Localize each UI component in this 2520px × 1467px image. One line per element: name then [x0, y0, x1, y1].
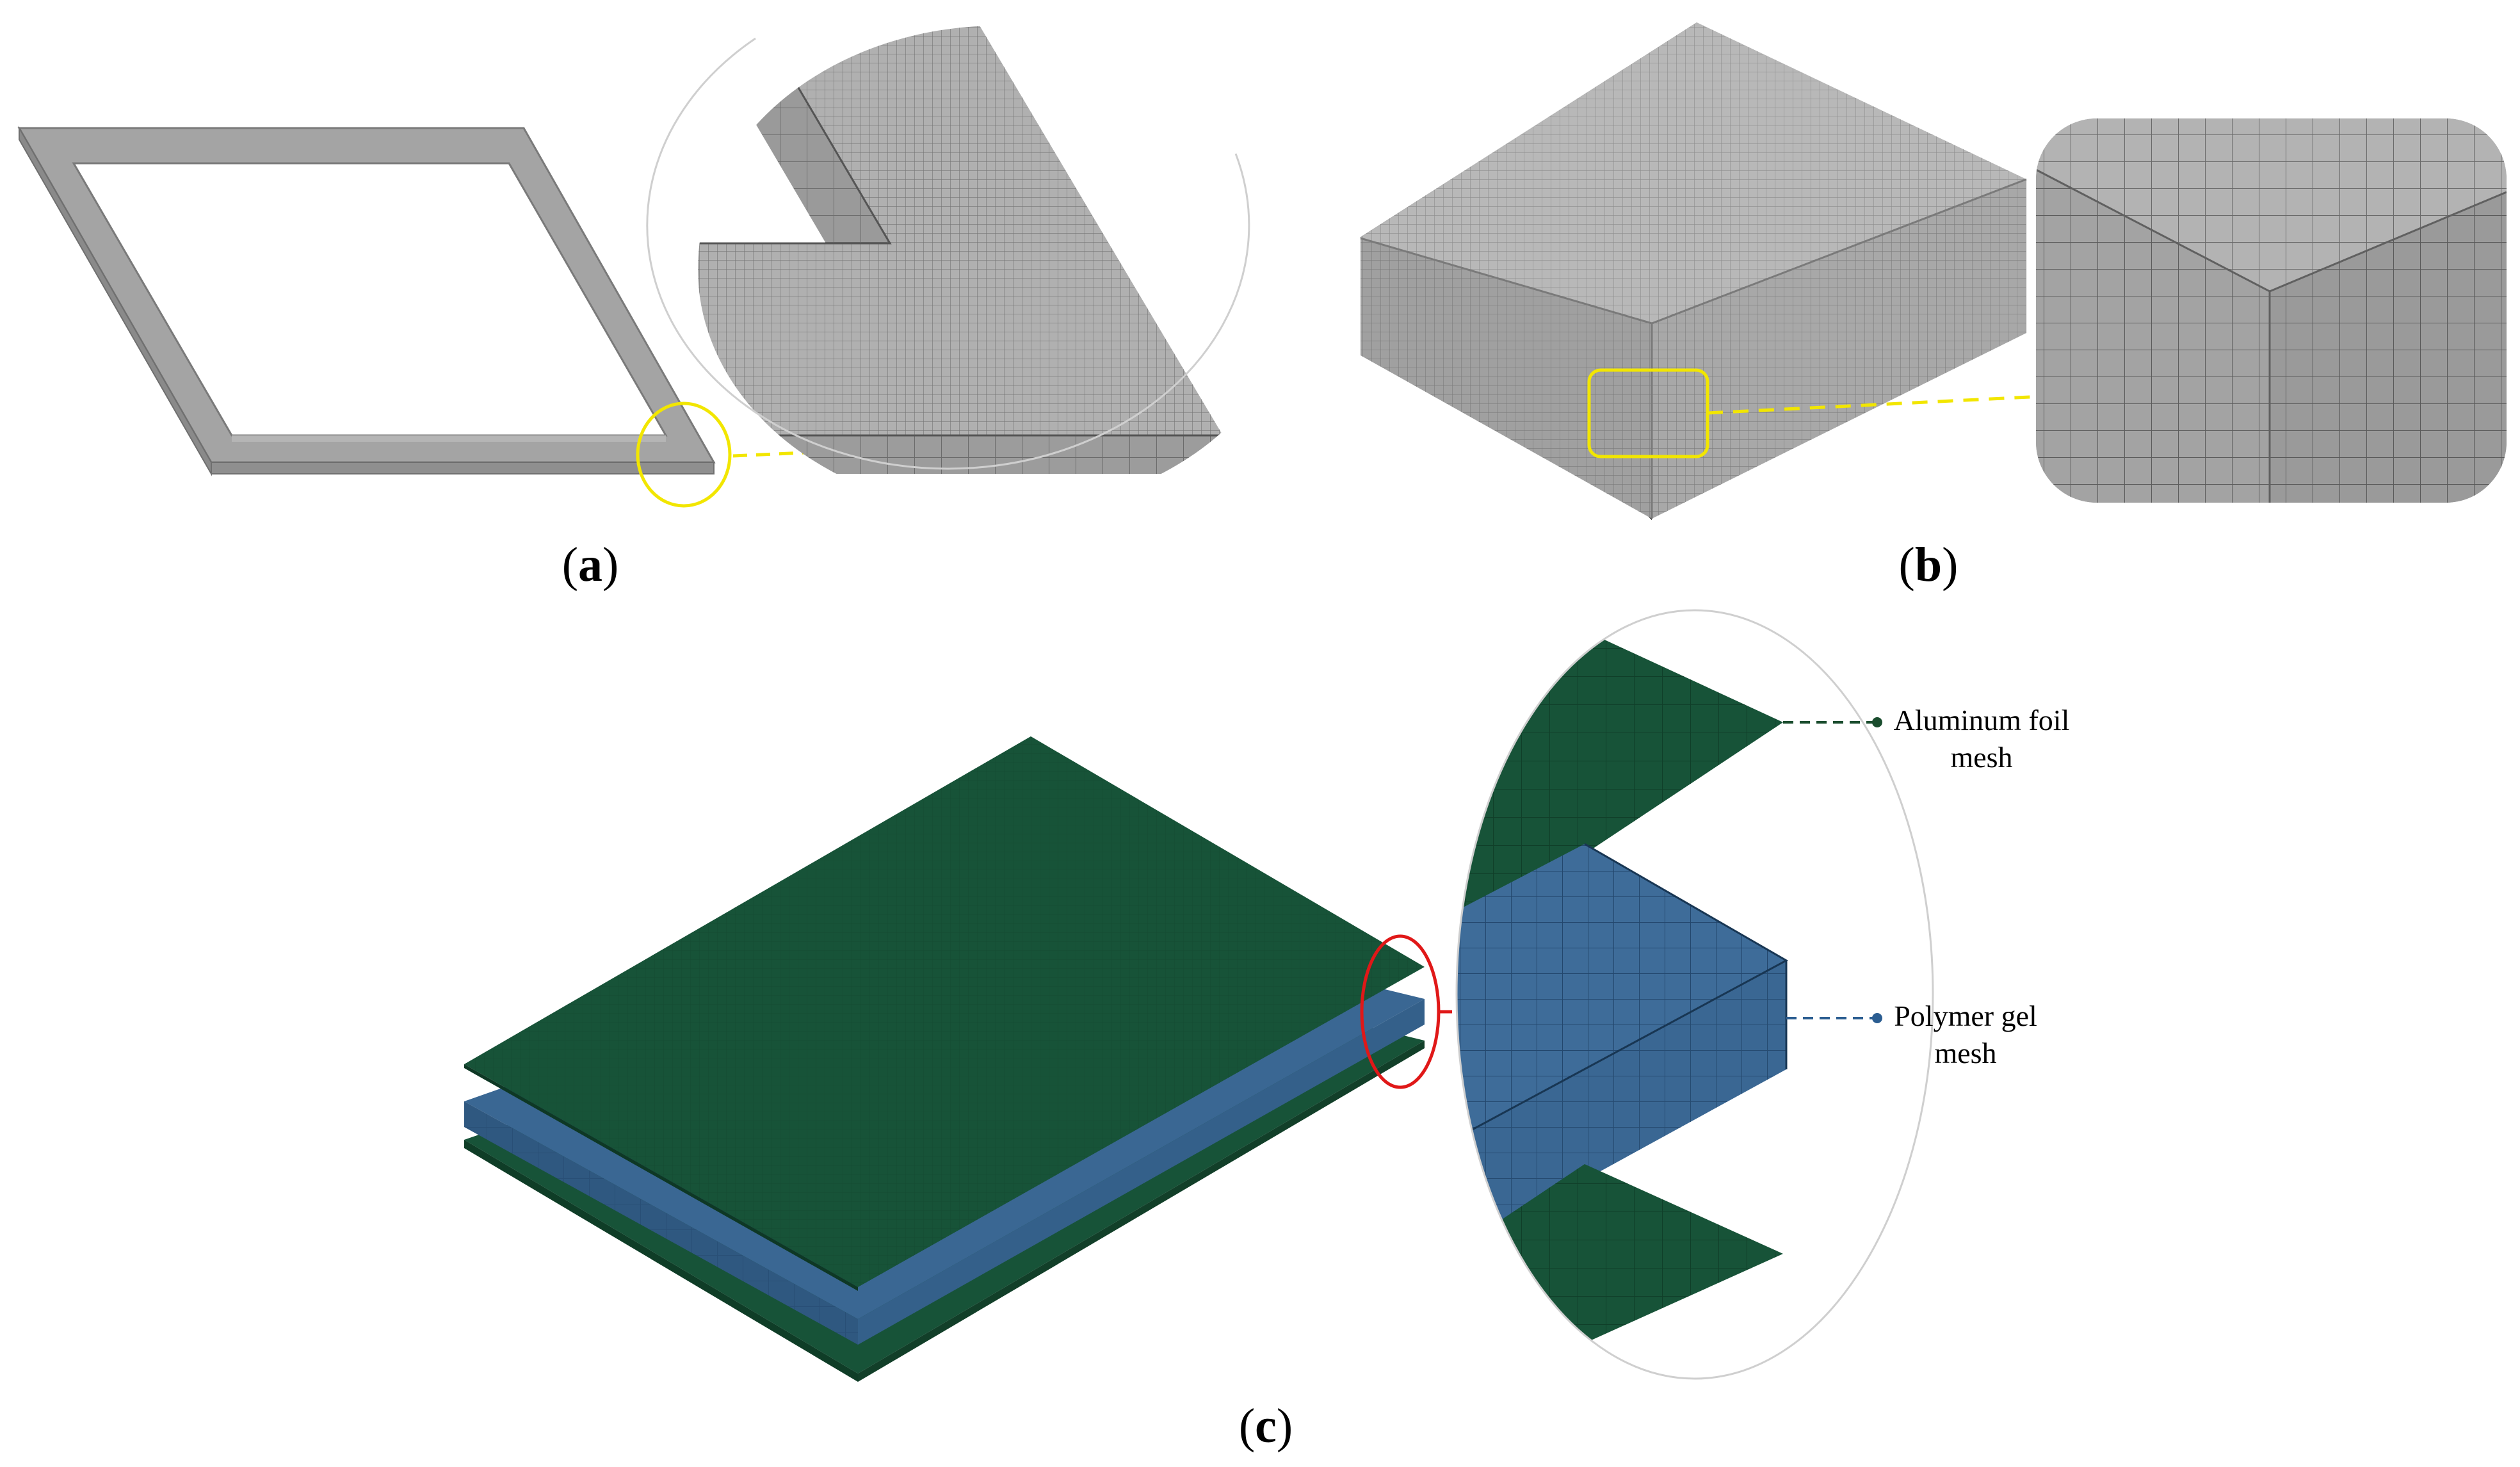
aluminum-foil-callout	[1783, 717, 1882, 727]
zoom-view-b	[2036, 118, 2507, 503]
highlight-ellipse-red	[1360, 934, 1441, 1089]
zoom-view-c	[1457, 610, 1789, 1379]
laminate-stack	[464, 736, 1425, 1382]
rectangular-frame-mesh	[17, 126, 716, 476]
zoom-outline-a	[646, 37, 1250, 470]
panel-b: (b)	[1360, 22, 2507, 592]
aluminum-foil-label-line2: mesh	[1950, 741, 2013, 774]
zoom-view-a	[698, 26, 1223, 474]
panel-a: (a)	[17, 26, 1250, 592]
block-faces	[1360, 22, 2027, 519]
aluminum-foil-mesh-label: Aluminum foil mesh	[1876, 702, 2087, 776]
polymer-gel-label-line2: mesh	[1934, 1037, 1997, 1069]
caption-c: (c)	[1239, 1399, 1293, 1453]
panel-c: (c)	[464, 609, 1934, 1453]
polymer-gel-callout	[1786, 1013, 1882, 1023]
aluminum-foil-label-line1: Aluminum foil	[1893, 704, 2070, 736]
zoom-outline-c	[1455, 609, 1934, 1380]
polymer-gel-label-line1: Polymer gel	[1894, 1000, 2037, 1032]
caption-b: (b)	[1899, 538, 1959, 592]
highlight-box-yellow	[1587, 368, 1709, 458]
polymer-gel-mesh-label: Polymer gel mesh	[1860, 998, 2071, 1072]
highlight-circle-yellow	[636, 401, 732, 508]
leader-line-yellow-b	[1707, 394, 2056, 415]
caption-a: (a)	[562, 538, 619, 592]
